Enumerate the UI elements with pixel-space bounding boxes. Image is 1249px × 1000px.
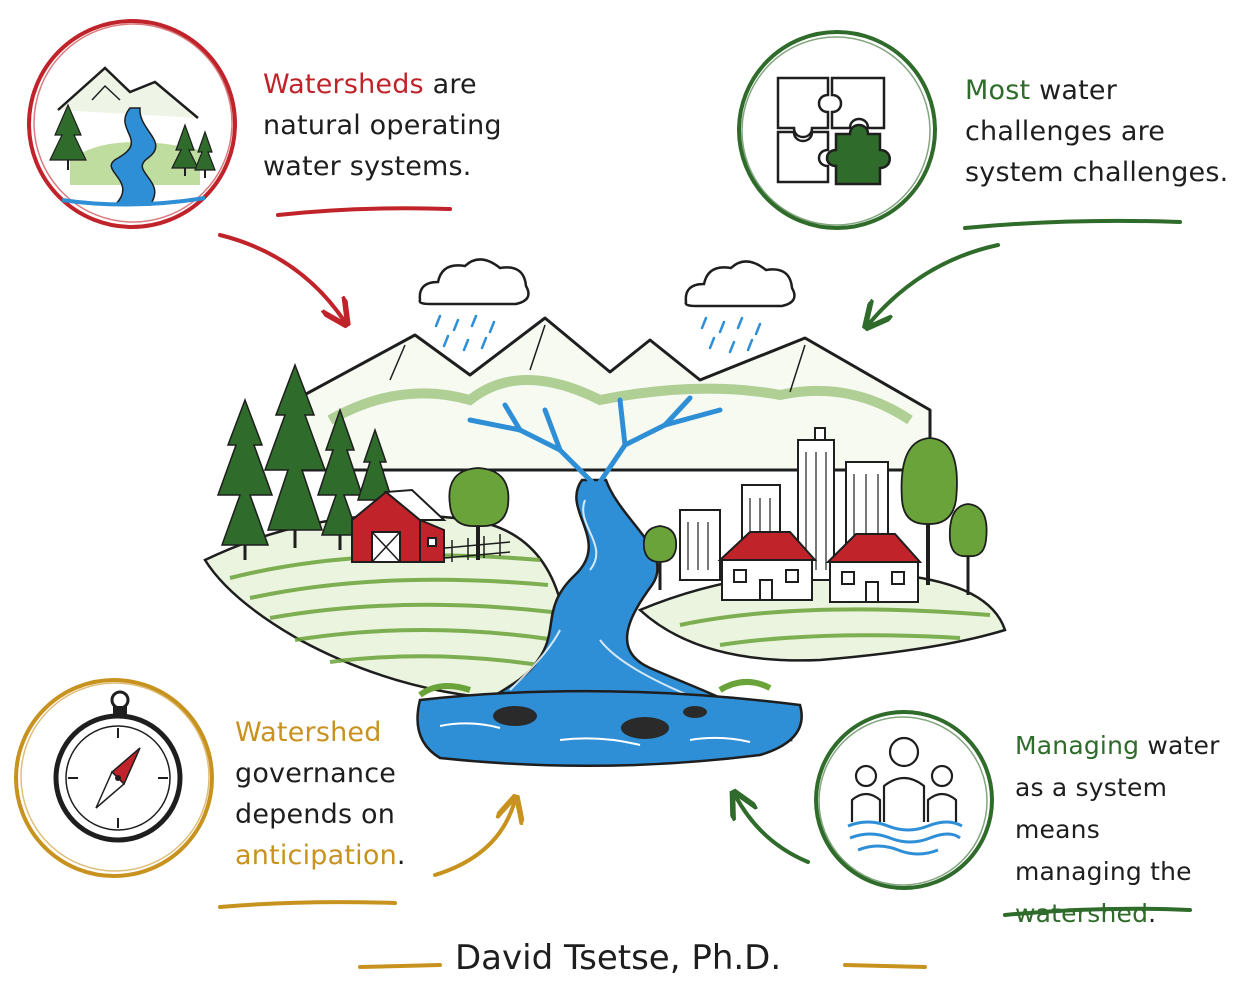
people-water-icon — [847, 736, 963, 856]
cloud-right — [684, 260, 796, 308]
note-managing-line3: managing the — [1015, 857, 1192, 886]
note-managing-line4-rest: . — [1148, 899, 1157, 928]
icon-circle-top-left — [27, 19, 237, 229]
icon-circle-bottom-left — [14, 678, 214, 878]
note-challenges-line3: system challenges. — [965, 157, 1229, 188]
right-hill — [637, 570, 1007, 662]
note-governance-highlight: Watershed — [235, 717, 382, 748]
underline-watersheds — [276, 206, 452, 217]
underline-governance — [218, 900, 397, 909]
underline-managing — [1003, 906, 1192, 917]
tree-left — [448, 467, 510, 560]
note-managing-line1-rest: water — [1139, 731, 1220, 760]
grass-tufts — [418, 679, 772, 698]
note-governance-line3: depends on — [235, 799, 396, 830]
note-governance-line2: governance — [235, 758, 397, 789]
note-challenges: Most water challenges are system challen… — [965, 70, 1228, 193]
author-dash-right — [843, 963, 927, 969]
note-governance-line4-rest: . — [396, 840, 406, 871]
rain-right — [700, 316, 762, 354]
note-challenges-line1-rest: water — [1030, 75, 1117, 106]
note-watersheds-highlight: Watersheds — [263, 69, 424, 100]
river-rocks — [493, 706, 707, 739]
note-managing-line4-highlight: watershed — [1015, 899, 1149, 928]
tributaries — [467, 395, 723, 485]
note-managing: Managing water as a system means managin… — [1015, 725, 1249, 935]
rain-left — [434, 314, 496, 352]
arrow-top-right — [868, 243, 1000, 325]
underline-challenges — [963, 218, 1182, 230]
note-watersheds: Watersheds are natural operating water s… — [263, 64, 502, 187]
author-name: David Tsetse, Ph.D. — [455, 938, 782, 978]
icon-circle-bottom-right — [814, 710, 994, 890]
arrow-top-left — [218, 233, 345, 322]
note-governance: Watershed governance depends on anticipa… — [235, 712, 406, 876]
icon-circle-top-right — [737, 30, 937, 230]
houses — [717, 531, 923, 603]
note-challenges-line2: challenges are — [965, 116, 1166, 147]
barn — [351, 488, 447, 563]
cloud-left — [418, 258, 530, 306]
water-pool — [416, 689, 803, 768]
compass-icon — [53, 690, 183, 843]
note-challenges-highlight: Most — [965, 75, 1031, 106]
trees-right — [642, 437, 988, 595]
note-watersheds-line1-rest: are — [423, 69, 477, 100]
note-managing-line2: as a system means — [1015, 773, 1168, 844]
arrow-bottom-left — [433, 800, 515, 877]
landscape-scene — [203, 258, 1007, 768]
note-governance-line4-highlight: anticipation — [235, 840, 397, 871]
arrow-bottom-right — [735, 795, 810, 864]
pine-trees — [216, 362, 394, 546]
note-watersheds-line3: water systems. — [263, 151, 472, 182]
mountain-stream-icon — [49, 66, 216, 207]
note-watersheds-line2: natural operating — [263, 110, 502, 141]
note-managing-highlight: Managing — [1015, 731, 1140, 760]
author-dash-left — [358, 963, 442, 969]
puzzle-icon — [776, 76, 891, 186]
